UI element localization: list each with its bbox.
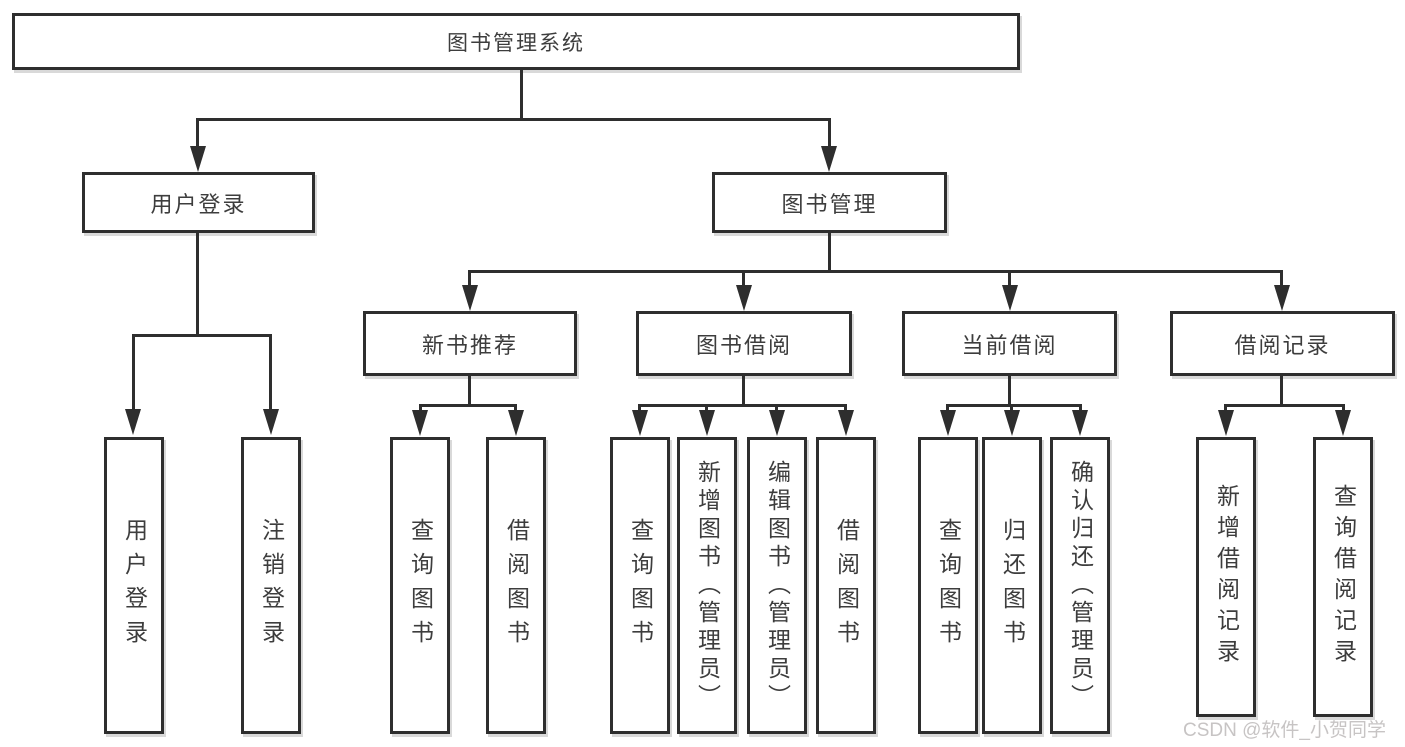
- arrow-down-icon: [838, 410, 854, 436]
- leaf-label: 查询图书: [935, 517, 962, 654]
- connector-line: [1342, 404, 1345, 413]
- connector-line: [844, 404, 847, 413]
- leaf-user-login: 用户登录: [104, 437, 164, 734]
- leaf-return-book: 归还图书: [982, 437, 1042, 734]
- arrow-down-icon: [1218, 410, 1234, 436]
- leaf-add-borrow-record: 新增借阅记录: [1196, 437, 1256, 717]
- arrow-down-icon: [940, 410, 956, 436]
- leaf-query-book: 查询图书: [918, 437, 978, 734]
- connector-line: [1224, 404, 1227, 413]
- connector-line: [638, 404, 641, 413]
- connector-line: [196, 118, 199, 148]
- leaf-label: 编辑图书（管理员）: [764, 459, 791, 712]
- arrow-down-icon: [632, 410, 648, 436]
- connector-line: [828, 118, 831, 148]
- leaf-borrow-book: 借阅图书: [816, 437, 876, 734]
- leaf-label: 归还图书: [999, 517, 1026, 654]
- connector-line: [468, 376, 471, 407]
- leaf-label: 用户登录: [121, 517, 148, 654]
- connector-line: [1008, 270, 1011, 287]
- csdn-watermark: CSDN @软件_小贺同学: [1183, 720, 1386, 741]
- connector-line: [1010, 404, 1013, 413]
- leaf-label: 确认归还（管理员）: [1067, 459, 1094, 712]
- connector-line: [132, 334, 135, 411]
- connector-line: [197, 118, 831, 121]
- leaf-add-book-admin: 新增图书（管理员）: [677, 437, 737, 734]
- leaf-query-book: 查询图书: [390, 437, 450, 734]
- connector-line: [1280, 376, 1283, 407]
- connector-line: [1008, 376, 1011, 407]
- connector-line: [1224, 404, 1344, 407]
- leaf-query-borrow-record: 查询借阅记录: [1313, 437, 1373, 717]
- connector-line: [946, 404, 949, 413]
- arrow-down-icon: [125, 409, 141, 435]
- leaf-label: 借阅图书: [833, 517, 860, 654]
- arrow-down-icon: [699, 410, 715, 436]
- node-book-borrow: 图书借阅: [636, 311, 852, 376]
- arrow-down-icon: [1004, 410, 1020, 436]
- node-book-management: 图书管理: [712, 172, 947, 233]
- connector-line: [514, 404, 517, 413]
- connector-line: [742, 270, 745, 287]
- connector-line: [419, 404, 517, 407]
- arrow-down-icon: [462, 285, 478, 311]
- connector-line: [946, 404, 1082, 407]
- arrow-down-icon: [190, 146, 206, 172]
- connector-line: [742, 376, 745, 407]
- arrow-down-icon: [263, 409, 279, 435]
- leaf-edit-book-admin: 编辑图书（管理员）: [747, 437, 807, 734]
- node-current-borrow: 当前借阅: [902, 311, 1117, 376]
- arrow-down-icon: [821, 146, 837, 172]
- arrow-down-icon: [412, 410, 428, 436]
- arrow-down-icon: [508, 410, 524, 436]
- leaf-label: 借阅图书: [503, 517, 530, 654]
- connector-line: [469, 270, 1283, 273]
- leaf-label: 注销登录: [258, 517, 285, 654]
- leaf-label: 新增图书（管理员）: [694, 459, 721, 712]
- connector-line: [196, 233, 199, 337]
- connector-line: [269, 334, 272, 411]
- leaf-label: 新增借阅记录: [1213, 484, 1240, 670]
- leaf-logout: 注销登录: [241, 437, 301, 734]
- connector-line: [132, 334, 272, 337]
- leaf-label: 查询图书: [407, 517, 434, 654]
- leaf-borrow-book: 借阅图书: [486, 437, 546, 734]
- arrow-down-icon: [736, 285, 752, 311]
- connector-line: [828, 233, 831, 273]
- connector-line: [705, 404, 708, 413]
- arrow-down-icon: [1002, 285, 1018, 311]
- arrow-down-icon: [1274, 285, 1290, 311]
- connector-line: [520, 69, 523, 121]
- arrow-down-icon: [1072, 410, 1088, 436]
- node-new-book-recommend: 新书推荐: [363, 311, 577, 376]
- node-borrow-records: 借阅记录: [1170, 311, 1395, 376]
- connector-line: [419, 404, 422, 413]
- connector-line: [1280, 270, 1283, 287]
- connector-line: [638, 404, 846, 407]
- connector-line: [468, 270, 471, 287]
- node-user-login: 用户登录: [82, 172, 315, 233]
- connector-line: [1079, 404, 1082, 413]
- leaf-query-book: 查询图书: [610, 437, 670, 734]
- leaf-label: 查询图书: [627, 517, 654, 654]
- leaf-confirm-return-admin: 确认归还（管理员）: [1050, 437, 1110, 734]
- arrow-down-icon: [1335, 410, 1351, 436]
- connector-line: [775, 404, 778, 413]
- arrow-down-icon: [769, 410, 785, 436]
- node-library-system: 图书管理系统: [12, 13, 1020, 70]
- leaf-label: 查询借阅记录: [1330, 484, 1357, 670]
